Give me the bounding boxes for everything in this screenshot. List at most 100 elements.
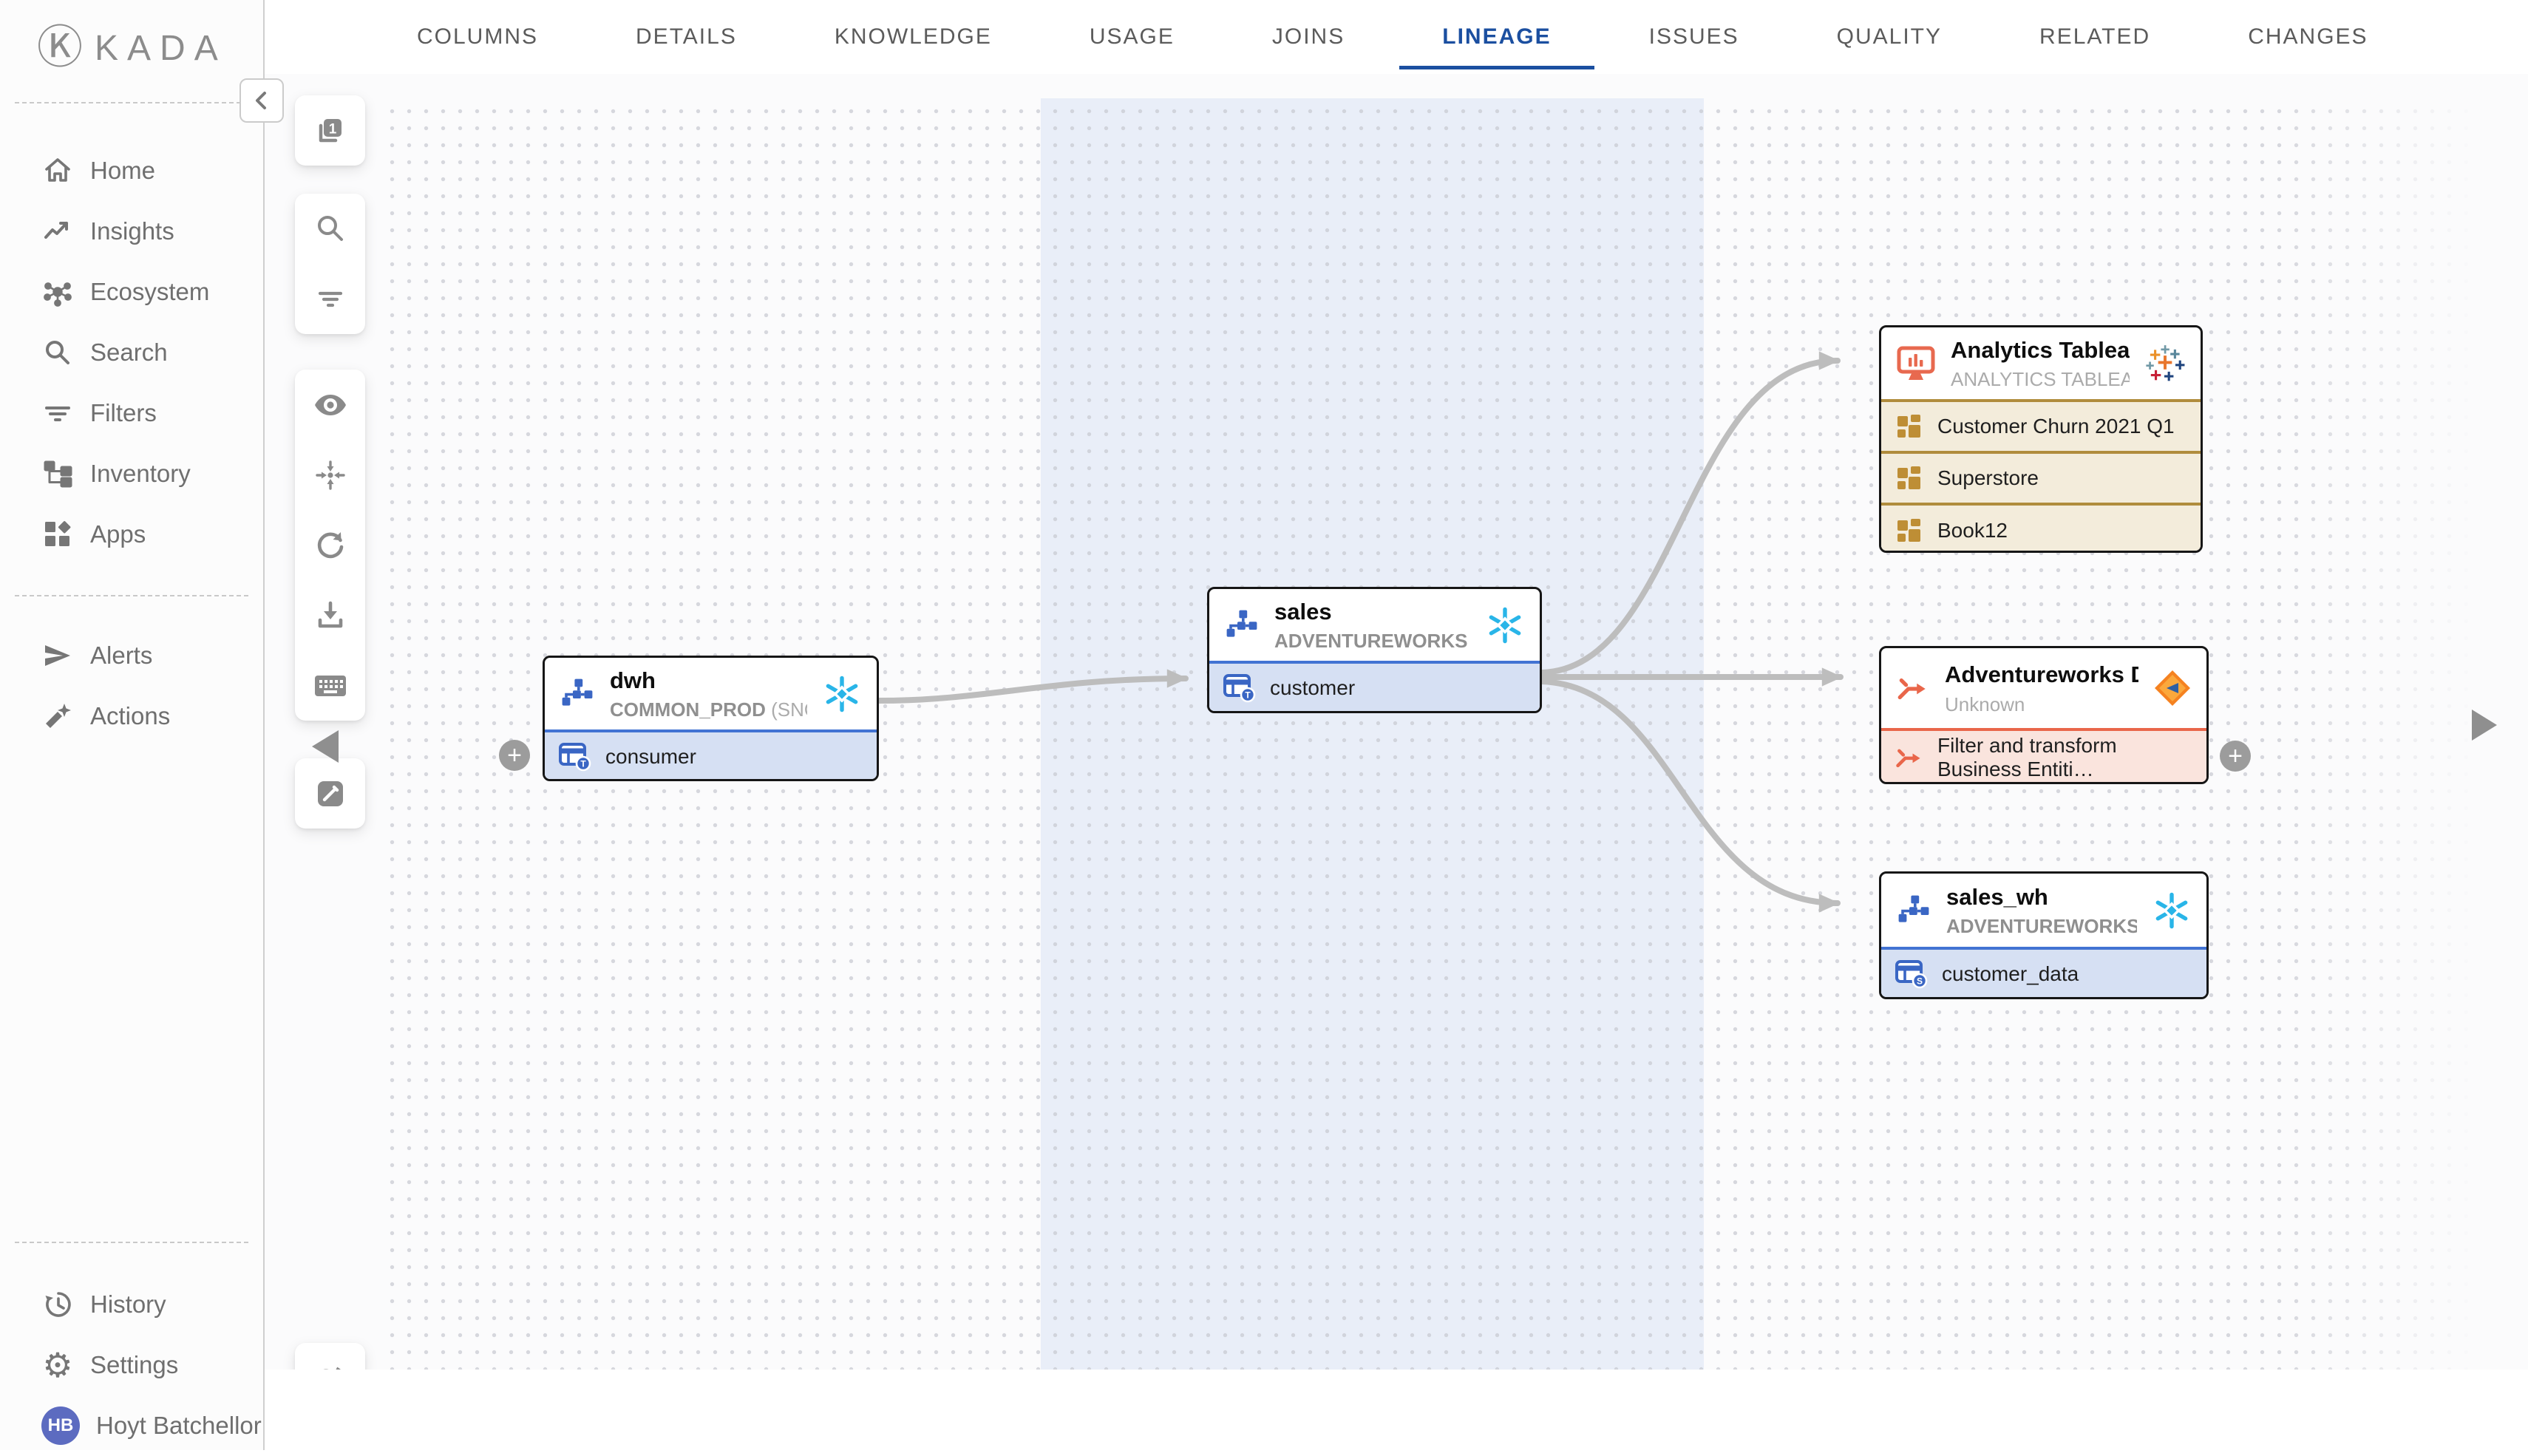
node-dwh-row-consumer[interactable]: T consumer: [545, 729, 877, 779]
snowflake-icon: [822, 674, 862, 714]
canvas-search-button[interactable]: [295, 194, 365, 264]
tab-related[interactable]: RELATED: [2039, 24, 2151, 49]
chevron-left-icon: [251, 90, 272, 111]
expand-upstream-button[interactable]: +: [499, 740, 530, 771]
search-icon: [314, 213, 347, 245]
snowflake-icon: [1485, 605, 1525, 645]
sidebar-item-inventory[interactable]: Inventory: [0, 443, 262, 504]
search-icon: [41, 336, 74, 369]
sidebar-item-search[interactable]: Search: [0, 322, 262, 383]
node-subtitle: ANALYTICS TABLEAU SERVER: [1951, 368, 2130, 391]
sidebar-item-insights[interactable]: Insights: [0, 201, 262, 262]
node-sales-row-customer[interactable]: T customer: [1209, 661, 1540, 711]
toolbar-card-contrast: [295, 1343, 365, 1370]
tab-bar: COLUMNS DETAILS KNOWLEDGE USAGE JOINS LI…: [263, 0, 2528, 74]
visibility-button[interactable]: [295, 370, 365, 440]
tableau-logo-icon: [2144, 343, 2186, 384]
toolbar-card-view: [295, 370, 365, 721]
sidebar-item-label: Actions: [90, 702, 171, 729]
toolbar-card-edit: [295, 758, 365, 829]
expand-downstream-button[interactable]: +: [2220, 741, 2251, 772]
tab-usage[interactable]: USAGE: [1089, 24, 1175, 49]
node-title: sales_wh: [1946, 883, 2048, 910]
kada-logo-icon: Ⓚ: [37, 22, 84, 73]
node-analytics-tableau-server[interactable]: Analytics Tableau Server ANALYTICS TABLE…: [1879, 325, 2203, 553]
node-dwh[interactable]: dwh COMMON_PROD (SNOWFLAK… T consumer: [543, 656, 879, 781]
sidebar-item-history[interactable]: History: [0, 1274, 262, 1335]
sidebar-item-ecosystem[interactable]: Ecosystem: [0, 262, 262, 322]
sidebar-item-label: Home: [90, 157, 156, 184]
tab-joins[interactable]: JOINS: [1271, 24, 1345, 49]
pan-right-arrow[interactable]: [2472, 710, 2497, 741]
edit-button[interactable]: [295, 758, 365, 829]
sidebar-item-label: Filters: [90, 399, 157, 426]
row-label: customer: [1270, 676, 1356, 699]
sidebar-item-settings[interactable]: ⚙ Settings: [0, 1335, 262, 1395]
sidebar-divider: [15, 595, 248, 596]
send-icon: [41, 639, 74, 672]
node-sales-wh[interactable]: sales_wh ADVENTUREWORKS (ADVENT… S custo…: [1879, 871, 2209, 999]
toolbar-card-depth: 1: [295, 95, 365, 166]
dashboard-icon: [1895, 412, 1924, 441]
node-sales[interactable]: sales ADVENTUREWORKS (ADVENT… T customer: [1207, 587, 1542, 713]
sidebar-item-home[interactable]: Home: [0, 140, 262, 201]
user-name: Hoyt Batchellor: [96, 1412, 262, 1439]
etl-diamond-logo-icon: [2153, 669, 2192, 707]
tab-lineage[interactable]: LINEAGE: [1399, 0, 1594, 74]
depth-level-button[interactable]: 1: [295, 95, 365, 166]
transform-flow-icon: [1895, 743, 1924, 772]
node-dwh-header[interactable]: dwh COMMON_PROD (SNOWFLAK…: [545, 658, 877, 729]
keyboard-shortcuts-button[interactable]: [295, 650, 365, 721]
canvas-filter-button[interactable]: [295, 264, 365, 334]
dashboard-icon: [1895, 463, 1924, 493]
node-title: Adventureworks Data Cleansi…: [1945, 661, 2138, 688]
refresh-button[interactable]: [295, 510, 365, 580]
history-clock-icon: [41, 1288, 74, 1321]
sidebar-item-user[interactable]: HB Hoyt Batchellor: [0, 1395, 262, 1456]
filter-lines-icon: [314, 283, 347, 316]
node-title: dwh: [610, 667, 656, 693]
sidebar-collapse-button[interactable]: [239, 78, 284, 123]
tab-knowledge[interactable]: KNOWLEDGE: [834, 24, 992, 49]
tab-quality[interactable]: QUALITY: [1836, 24, 1943, 49]
sidebar-item-apps[interactable]: Apps: [0, 504, 262, 565]
row-label: Customer Churn 2021 Q1: [1937, 415, 2175, 438]
node-adventureworks-cleansing[interactable]: Adventureworks Data Cleansi… Unknown Fil…: [1879, 646, 2209, 784]
lineage-canvas[interactable]: 1: [263, 74, 2528, 1370]
tab-changes[interactable]: CHANGES: [2248, 24, 2368, 49]
node-tableau-row-book12[interactable]: Book12: [1881, 503, 2201, 551]
tab-issues[interactable]: ISSUES: [1648, 24, 1739, 49]
svg-text:S: S: [1917, 976, 1923, 986]
sidebar-item-filters[interactable]: Filters: [0, 383, 262, 443]
row-label: Book12: [1937, 518, 2008, 542]
refresh-icon: [314, 529, 347, 562]
sidebar-item-alerts[interactable]: Alerts: [0, 625, 262, 686]
node-title-block: sales ADVENTUREWORKS (ADVENT…: [1274, 597, 1470, 653]
sidebar: Ⓚ KADA Home Insights Ecosystem Search Fi…: [0, 0, 265, 1450]
node-sales-header[interactable]: sales ADVENTUREWORKS (ADVENT…: [1209, 589, 1540, 661]
collapse-left-arrow[interactable]: [312, 730, 339, 763]
tab-columns[interactable]: COLUMNS: [417, 24, 539, 49]
download-button[interactable]: [295, 580, 365, 650]
node-tableau-row-churn[interactable]: Customer Churn 2021 Q1: [1881, 399, 2201, 451]
sidebar-item-label: Search: [90, 339, 168, 366]
sidebar-item-label: Ecosystem: [90, 278, 210, 305]
eye-icon: [313, 392, 347, 418]
node-cleansing-header[interactable]: Adventureworks Data Cleansi… Unknown: [1881, 648, 2206, 728]
brand-logo[interactable]: Ⓚ KADA: [37, 25, 227, 71]
node-cleansing-row-filter-transform[interactable]: Filter and transform Business Entiti…: [1881, 728, 2206, 782]
sidebar-item-actions[interactable]: Actions: [0, 686, 262, 746]
brand-name: KADA: [95, 28, 227, 68]
row-label: consumer: [605, 744, 696, 768]
node-tableau-row-superstore[interactable]: Superstore: [1881, 451, 2201, 503]
node-saleswh-row-customer-data[interactable]: S customer_data: [1881, 947, 2206, 997]
node-saleswh-header[interactable]: sales_wh ADVENTUREWORKS (ADVENT…: [1881, 874, 2206, 947]
node-tableau-header[interactable]: Analytics Tableau Server ANALYTICS TABLE…: [1881, 327, 2201, 399]
node-title-block: Adventureworks Data Cleansi… Unknown: [1945, 660, 2138, 715]
inventory-tree-icon: [41, 457, 74, 490]
tab-details[interactable]: DETAILS: [636, 24, 737, 49]
focus-mode-toggle[interactable]: [295, 1343, 365, 1370]
pages-depth-icon: 1: [314, 115, 347, 147]
magic-wand-icon: [41, 700, 74, 732]
center-graph-button[interactable]: [295, 440, 365, 510]
